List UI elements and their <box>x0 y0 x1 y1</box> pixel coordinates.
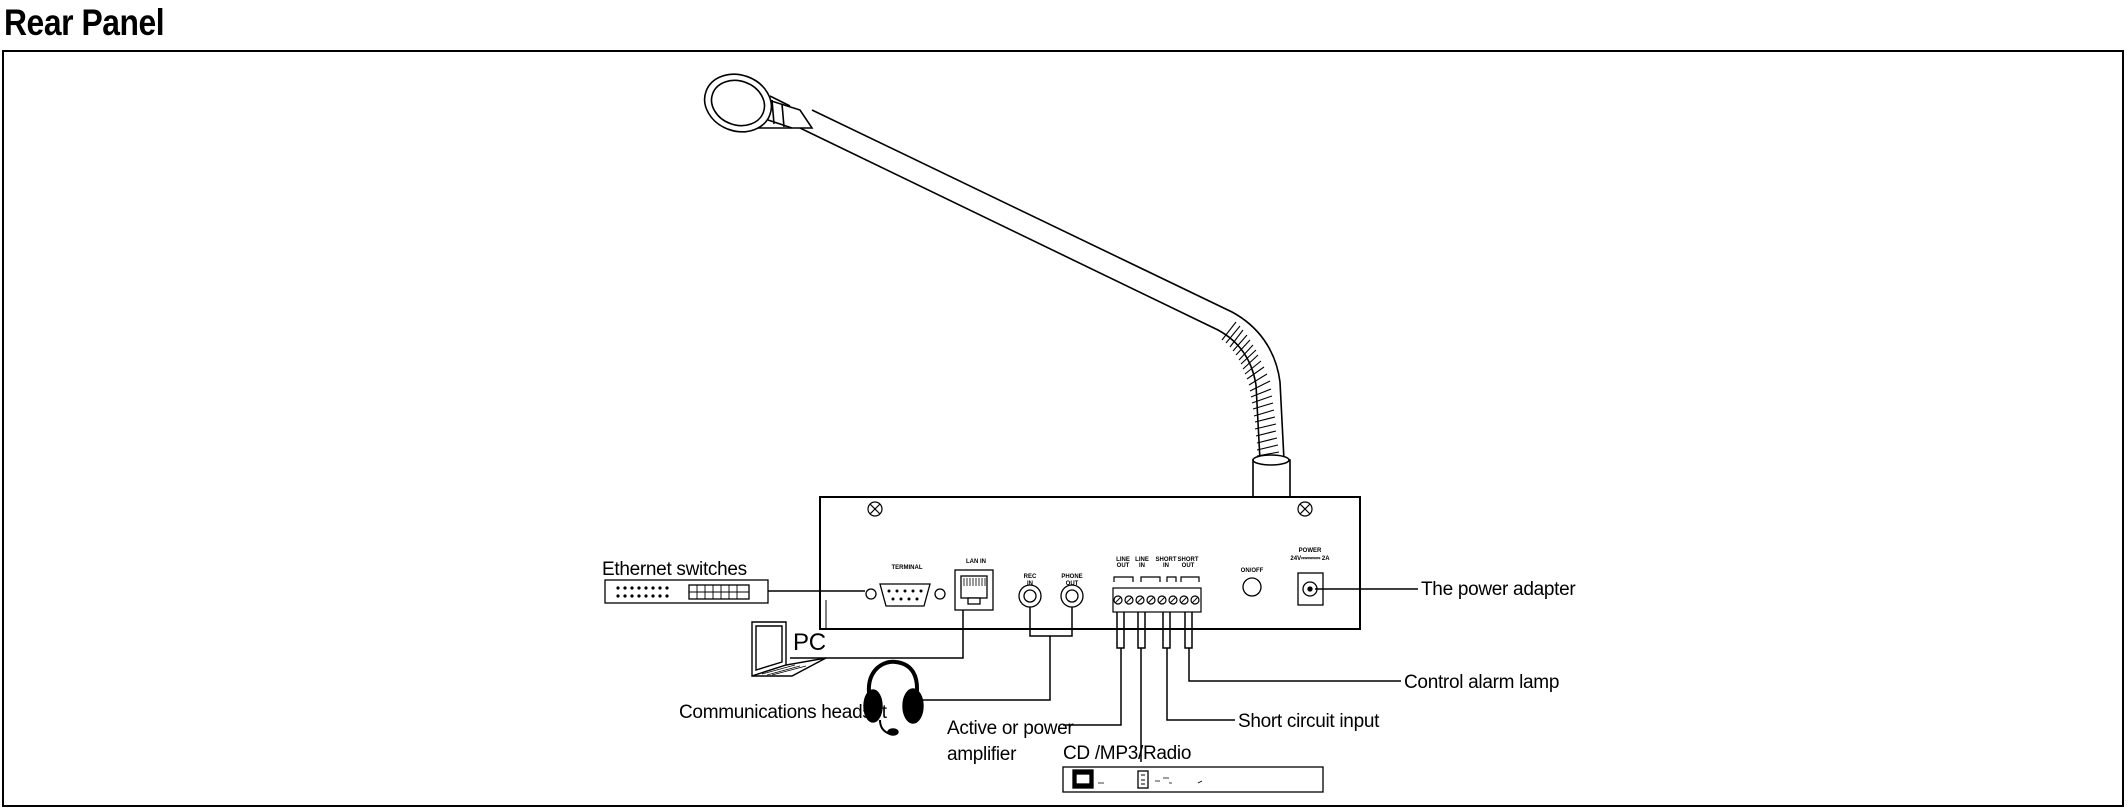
switch-led <box>644 594 648 598</box>
terminal-screw-slot <box>1180 596 1188 604</box>
page-title: Rear Panel <box>4 2 165 43</box>
headset-icon <box>863 659 924 736</box>
ethernet-switch <box>604 579 769 604</box>
terminal-screw-slot <box>1125 596 1133 604</box>
rec-in-label-line2: IN <box>1027 581 1033 587</box>
line-in-label-line1: LINE <box>1135 557 1149 563</box>
switch-led <box>665 586 669 590</box>
switch-led <box>623 594 627 598</box>
short-in-label-line2: IN <box>1163 563 1169 569</box>
rec-in-label-line1: REC <box>1024 574 1037 580</box>
line-out-label-line1: LINE <box>1116 557 1130 563</box>
terminal-screw-slot <box>1136 596 1144 604</box>
screw-icon <box>867 501 1313 517</box>
terminal-screw-slot <box>1169 596 1177 604</box>
terminal-screw-slot <box>1191 596 1199 604</box>
line-out-label-line2: OUT <box>1117 563 1130 569</box>
diagram-frame <box>2 50 2124 807</box>
switch-led <box>651 586 655 590</box>
callout-short-circuit-input: Short circuit input <box>1238 711 1380 732</box>
switch-led <box>616 586 620 590</box>
terminal-screw-slot <box>1158 596 1166 604</box>
switch-led <box>630 594 634 598</box>
short-in-label-line1: SHORT <box>1156 557 1177 563</box>
short-out-label-line1: SHORT <box>1178 557 1199 563</box>
device-rear-panel <box>819 496 1361 630</box>
connection-lines <box>768 588 1418 762</box>
switch-led <box>623 586 627 590</box>
terminal-screw-slot <box>1147 596 1155 604</box>
phone-out-label-line1: PHONE <box>1061 574 1082 580</box>
line-in-label-line2: IN <box>1139 563 1145 569</box>
cd-mp3-radio-unit <box>1062 766 1324 793</box>
phone-out-jack <box>1060 584 1084 608</box>
callout-ethernet-switches: Ethernet switches <box>602 559 747 580</box>
switch-led <box>630 586 634 590</box>
callout-control-alarm-lamp: Control alarm lamp <box>1404 672 1559 693</box>
callout-power-adapter: The power adapter <box>1421 579 1576 600</box>
power-label-line2: 24V⎓⎓⎓⎓ 2A <box>1290 556 1330 562</box>
callout-pc: PC <box>793 629 826 656</box>
phone-out-label-line2: OUT <box>1066 581 1079 587</box>
gooseneck-microphone <box>703 73 1291 499</box>
terminal-port <box>865 583 946 607</box>
switch-led <box>616 594 620 598</box>
switch-led <box>665 594 669 598</box>
callout-amplifier-line1: Active or power <box>947 718 1074 739</box>
callout-cd-mp3-radio: CD /MP3/Radio <box>1063 743 1191 764</box>
switch-led <box>644 586 648 590</box>
switch-led <box>658 586 662 590</box>
power-switch <box>1242 577 1262 597</box>
lan-port <box>954 569 994 611</box>
short-out-label-line2: OUT <box>1182 563 1195 569</box>
terminal-screw-slot <box>1114 596 1122 604</box>
callout-amplifier-line2: amplifier <box>947 744 1017 765</box>
lan-in-label: LAN IN <box>966 559 986 565</box>
terminal-label: TERMINAL <box>892 565 923 571</box>
switch-led <box>651 594 655 598</box>
terminal-block <box>1112 576 1202 613</box>
switch-led <box>637 594 641 598</box>
rec-in-jack <box>1018 584 1042 608</box>
callout-headset: Communications headset <box>679 702 888 723</box>
switch-led <box>658 594 662 598</box>
switch-led <box>637 586 641 590</box>
power-label-line1: POWER <box>1299 548 1322 554</box>
on-off-label: ON/OFF <box>1241 568 1264 574</box>
laptop-pc <box>751 621 827 677</box>
